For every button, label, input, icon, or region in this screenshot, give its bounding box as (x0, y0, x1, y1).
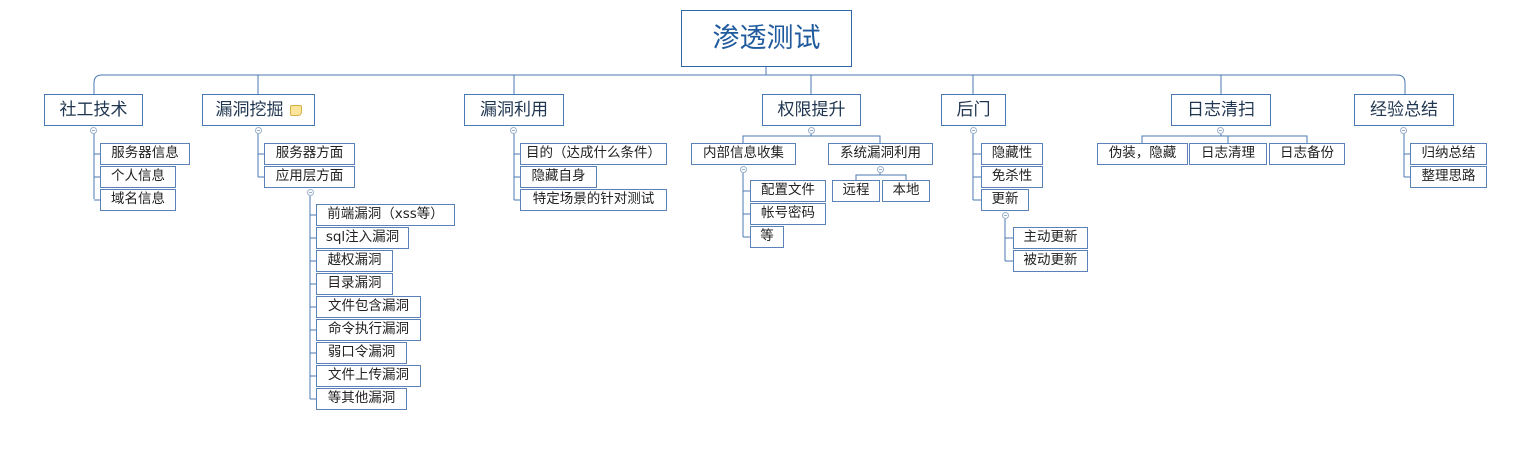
summary-item-induct[interactable]: 归纳总结 (1410, 143, 1487, 165)
collapse-toggle-summary[interactable] (1400, 127, 1407, 134)
connector-line (742, 135, 881, 143)
branch-vuln-exploit[interactable]: 漏洞利用 (464, 94, 564, 126)
app-vuln-sql-injection[interactable]: sql注入漏洞 (316, 227, 409, 249)
social-item-server-info[interactable]: 服务器信息 (100, 143, 190, 165)
branch-social-engineering[interactable]: 社工技术 (44, 94, 143, 126)
collapse-toggle-backdoor[interactable] (970, 127, 977, 134)
collapse-toggle-social[interactable] (90, 127, 97, 134)
log-item-disguise-hide[interactable]: 伪装，隐藏 (1097, 143, 1188, 165)
app-vuln-file-inclusion[interactable]: 文件包含漏洞 (316, 296, 421, 318)
exploit-item-goal[interactable]: 目的（达成什么条件） (520, 143, 667, 165)
app-vuln-others[interactable]: 等其他漏洞 (316, 388, 407, 410)
app-vuln-unauthorized[interactable]: 越权漏洞 (316, 250, 393, 272)
backdoor-item-av-evasion[interactable]: 免杀性 (981, 166, 1043, 188)
connector-line (855, 174, 907, 180)
collapse-toggle-log[interactable] (1217, 127, 1224, 134)
branch-backdoor[interactable]: 后门 (941, 94, 1006, 126)
social-item-domain-info[interactable]: 域名信息 (100, 189, 176, 211)
app-vuln-file-upload[interactable]: 文件上传漏洞 (316, 365, 421, 387)
privesc-info-config-file[interactable]: 配置文件 (750, 180, 826, 202)
privesc-vuln-remote[interactable]: 远程 (832, 180, 880, 202)
root-node[interactable]: 渗透测试 (681, 10, 852, 67)
collapse-toggle-mining[interactable] (255, 127, 262, 134)
branch-log-cleaning[interactable]: 日志清扫 (1171, 94, 1271, 126)
note-icon[interactable] (289, 104, 302, 116)
backdoor-item-update[interactable]: 更新 (981, 189, 1029, 211)
backdoor-item-stealth[interactable]: 隐藏性 (981, 143, 1043, 165)
collapse-toggle-internal-info[interactable] (740, 166, 747, 173)
log-item-cleanup[interactable]: 日志清理 (1189, 143, 1267, 165)
privesc-vuln-local[interactable]: 本地 (882, 180, 930, 202)
branch-vuln-mining-label: 漏洞挖掘 (215, 99, 284, 120)
privesc-item-internal-info[interactable]: 内部信息收集 (691, 143, 796, 165)
app-vuln-command-exec[interactable]: 命令执行漏洞 (316, 319, 421, 341)
collapse-toggle-privesc[interactable] (808, 127, 815, 134)
branch-privilege-escalation[interactable]: 权限提升 (762, 94, 861, 126)
app-vuln-frontend-xss[interactable]: 前端漏洞（xss等） (316, 204, 455, 226)
summary-item-organize[interactable]: 整理思路 (1410, 166, 1487, 188)
collapse-toggle-system-vuln[interactable] (877, 166, 884, 173)
collapse-toggle-application[interactable] (307, 189, 314, 196)
privesc-info-account-password[interactable]: 帐号密码 (750, 203, 826, 225)
exploit-item-hide-self[interactable]: 隐藏自身 (520, 166, 597, 188)
mining-item-server[interactable]: 服务器方面 (264, 143, 355, 165)
backdoor-update-active[interactable]: 主动更新 (1013, 227, 1088, 249)
collapse-toggle-update[interactable] (1002, 212, 1009, 219)
mining-item-application[interactable]: 应用层方面 (264, 166, 355, 188)
privesc-item-system-vuln[interactable]: 系统漏洞利用 (828, 143, 933, 165)
connector-line (93, 74, 1406, 94)
privesc-info-etc[interactable]: 等 (750, 226, 784, 248)
social-item-personal-info[interactable]: 个人信息 (100, 166, 176, 188)
collapse-toggle-exploit[interactable] (510, 127, 517, 134)
connector-line (1141, 135, 1308, 143)
log-item-backup[interactable]: 日志备份 (1269, 143, 1345, 165)
backdoor-update-passive[interactable]: 被动更新 (1013, 250, 1088, 272)
branch-experience-summary[interactable]: 经验总结 (1354, 94, 1454, 126)
app-vuln-weak-password[interactable]: 弱口令漏洞 (316, 342, 407, 364)
app-vuln-directory[interactable]: 目录漏洞 (316, 273, 393, 295)
exploit-item-targeted-test[interactable]: 特定场景的针对测试 (520, 189, 667, 211)
branch-vuln-mining[interactable]: 漏洞挖掘 (202, 94, 315, 126)
